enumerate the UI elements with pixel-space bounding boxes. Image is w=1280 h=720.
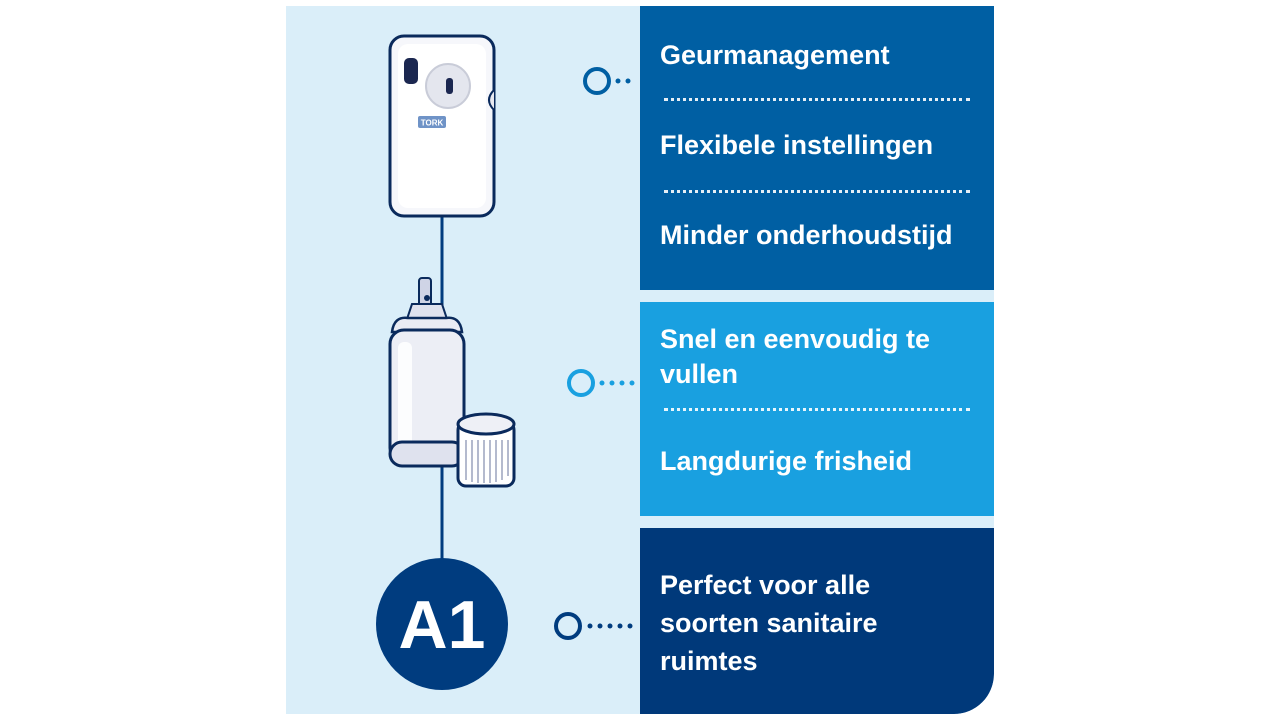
dotted-divider <box>664 98 970 101</box>
pointer-connector-2 <box>567 369 635 397</box>
a1-badge: A1 <box>376 558 508 690</box>
brand-label: TORK <box>421 119 444 128</box>
feature-item: Perfect voor alle soorten sanitaire ruim… <box>660 570 878 676</box>
dotted-divider <box>664 408 970 411</box>
feature-item: Minder onderhoudstijd <box>660 220 953 250</box>
product-illustration: TORK <box>376 34 635 690</box>
feature-item: Langdurige frisheid <box>660 446 913 476</box>
dispenser-icon: TORK <box>388 34 496 218</box>
feature-item: Flexibele instellingen <box>660 130 934 160</box>
pointer-connector-1 <box>583 67 631 95</box>
badge-label: A1 <box>399 587 486 663</box>
feature-box-refill: Snel en eenvoudig te vullen Langdurige f… <box>640 302 994 516</box>
feature-item: Geurmanagement <box>660 40 890 70</box>
feature-box-usage: Perfect voor alle soorten sanitaire ruim… <box>640 528 994 714</box>
feature-box-odor-management: Geurmanagement Flexibele instellingen Mi… <box>640 6 994 290</box>
dotted-divider <box>664 190 970 193</box>
pointer-connector-3 <box>554 612 633 640</box>
feature-panel: TORK <box>286 6 994 714</box>
aerosol-can-icon <box>388 277 466 468</box>
feature-item: Snel en eenvoudig te vullen <box>660 324 931 389</box>
can-cap-icon <box>456 412 516 488</box>
